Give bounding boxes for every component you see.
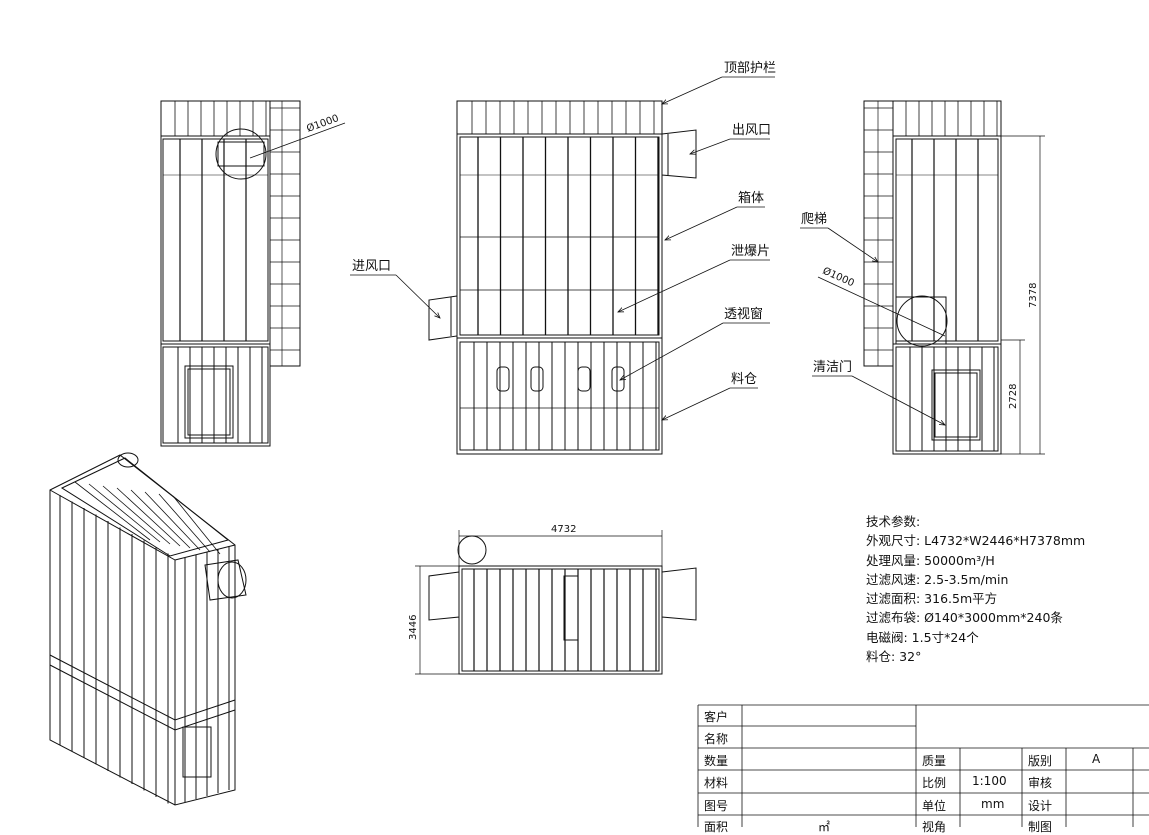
tb-unit-label: 单位 — [922, 799, 947, 813]
dim-dia-right: Ø1000 — [821, 265, 856, 290]
tb-mass-label: 质量 — [922, 754, 947, 768]
structural-line — [130, 489, 191, 549]
label-outlet: 出风口 — [732, 123, 771, 138]
structural-line — [144, 491, 201, 551]
top-view — [415, 530, 697, 675]
structural-line — [116, 487, 181, 547]
tb-customer-label: 客户 — [704, 710, 729, 724]
callout-leaders — [249, 76, 945, 425]
tech-param-item: 过滤面积: 316.5m平方 — [866, 591, 998, 607]
tb-drawing-no-label: 图号 — [704, 799, 729, 813]
label-box: 箱体 — [738, 190, 764, 206]
tech-params: 技术参数: 外观尺寸: L4732*W2446*H7378mm 处理风量: 50… — [866, 512, 1085, 666]
dim-height-hopper: 2728 — [1008, 384, 1019, 409]
title-block: 客户 名称 数量 材料 图号 面积 ㎡ 质量 比例 1:100 单位 mm 视角… — [698, 705, 1149, 834]
tb-name-label: 名称 — [704, 732, 729, 746]
structural-line — [74, 481, 151, 541]
tech-param-item: 过滤布袋: Ø140*3000mm*240条 — [866, 610, 1063, 626]
tb-design-label: 设计 — [1028, 799, 1053, 813]
isometric-view — [49, 452, 247, 806]
tech-param-item: 电磁阀: 1.5寸*24个 — [866, 629, 979, 645]
structural-line — [172, 495, 221, 555]
tech-param-item: 处理风量: 50000m³/H — [866, 552, 995, 568]
structural-line — [158, 493, 211, 553]
tb-quantity-label: 数量 — [704, 754, 729, 768]
label-explosion-vent: 泄爆片 — [731, 244, 770, 259]
label-clean-door: 清洁门 — [813, 360, 852, 375]
tech-param-item: 料仓: 32° — [866, 649, 922, 665]
tech-params-title: 技术参数: — [866, 514, 921, 529]
label-ladder: 爬梯 — [801, 212, 827, 227]
tech-param-item: 过滤风速: 2.5-3.5m/min — [866, 571, 1009, 587]
dim-height-total: 7378 — [1028, 283, 1039, 308]
label-sight-window: 透视窗 — [724, 306, 763, 322]
front-view — [428, 100, 697, 455]
tb-unit-value: mm — [981, 797, 1005, 811]
tech-param-item: 外观尺寸: L4732*W2446*H7378mm — [866, 533, 1086, 549]
tb-scale-label: 比例 — [922, 776, 947, 790]
tb-scale-value: 1:100 — [972, 774, 1007, 788]
tb-version-label: 版别 — [1028, 754, 1053, 768]
tb-version-value: A — [1092, 752, 1101, 766]
callout-labels: 顶部护栏 出风口 箱体 泄爆片 透视窗 料仓 进风口 爬梯 清洁门 — [352, 61, 852, 387]
tb-review-label: 审核 — [1028, 776, 1053, 790]
title-block-grid — [697, 704, 1149, 827]
left-side-view — [160, 100, 301, 447]
structural-line — [88, 483, 161, 543]
dim-length: 4732 — [551, 524, 576, 535]
tb-material-label: 材料 — [704, 776, 729, 790]
structural-line — [102, 485, 171, 545]
label-hopper: 料仓 — [731, 372, 757, 387]
dim-width: 3446 — [408, 615, 419, 640]
label-top-rail: 顶部护栏 — [724, 61, 776, 76]
label-inlet: 进风口 — [352, 259, 391, 274]
